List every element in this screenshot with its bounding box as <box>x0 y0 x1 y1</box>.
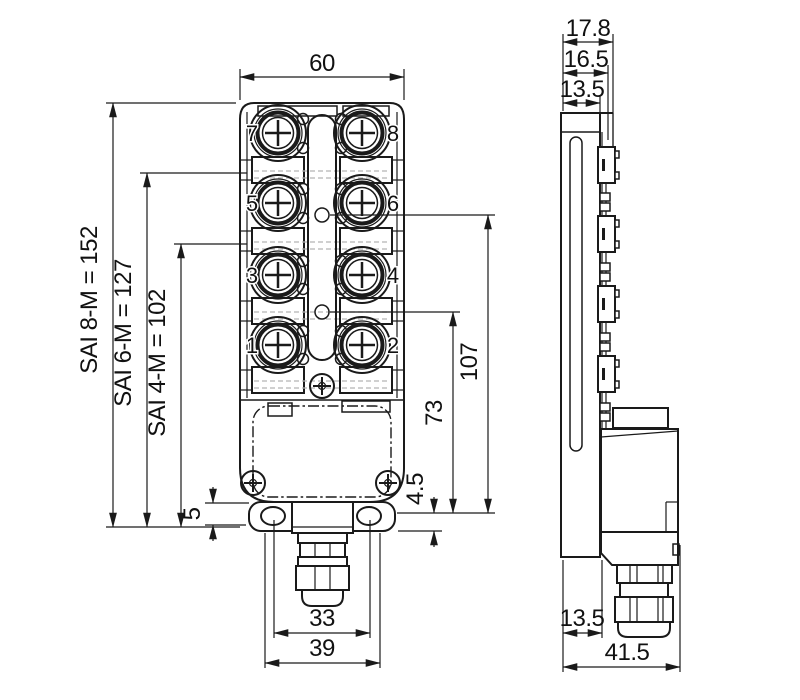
cover-screw-right <box>375 470 401 496</box>
port-label-3: 3 <box>246 263 258 288</box>
mounting-hole-lower <box>314 304 330 320</box>
cover-vent-left <box>267 402 293 417</box>
dim-label-60: 60 <box>309 50 335 77</box>
dim-sai-heights: SAI 8-M = 152 SAI 6-M = 127 SAI 4-M = 10… <box>76 102 247 528</box>
center-channel <box>307 114 337 361</box>
m12-ports <box>248 103 392 375</box>
dim-label-17-8: 17.8 <box>566 15 611 42</box>
m12-port-7 <box>248 103 308 163</box>
side-bump-3 <box>596 284 621 324</box>
dim-label-33: 33 <box>309 605 335 632</box>
side-bump-2 <box>596 214 621 254</box>
front-view: 7 8 5 6 3 4 1 2 <box>239 102 405 607</box>
housing-outline <box>239 102 405 503</box>
dim-right-heights: 107 73 4.5 <box>330 214 495 547</box>
port-label-7: 7 <box>246 121 258 146</box>
side-body-plate <box>560 112 601 558</box>
dim-label-73: 73 <box>421 400 448 426</box>
dim-label-107: 107 <box>456 343 483 382</box>
cable-gland-front <box>291 501 354 607</box>
cover-vent-right <box>341 400 391 413</box>
m12-port-8 <box>332 103 392 163</box>
dim-label-41-5: 41.5 <box>605 639 650 666</box>
port-number-labels: 7 8 5 6 3 4 1 2 <box>244 120 400 360</box>
port-label-5: 5 <box>246 191 258 216</box>
port-label-1: 1 <box>246 333 258 358</box>
dim-label-16-5: 16.5 <box>564 46 609 73</box>
side-bump-4 <box>596 354 621 394</box>
dim-label-39: 39 <box>309 635 335 662</box>
top-label-strip-left <box>257 105 338 117</box>
dim-label-13-5-bottom: 13.5 <box>560 605 605 632</box>
dim-label-4-5: 4.5 <box>402 473 429 505</box>
m12-port-5 <box>248 173 308 233</box>
side-mounting-groove <box>569 136 583 452</box>
side-view <box>560 112 680 638</box>
m12-port-3 <box>248 245 308 305</box>
side-terminal-box <box>600 407 680 566</box>
dim-label-13-5-top: 13.5 <box>560 76 605 103</box>
dim-label-5: 5 <box>179 507 206 520</box>
m12-port-4 <box>332 245 392 305</box>
cover-screw-left <box>240 470 266 496</box>
center-screw <box>309 373 335 399</box>
port-label-4: 4 <box>387 263 399 288</box>
m12-port-1 <box>248 315 308 375</box>
port-label-6: 6 <box>387 191 399 216</box>
mounting-slot-right <box>356 506 382 526</box>
cable-gland-side <box>614 564 674 638</box>
dim-label-sai-8m: SAI 8-M = 152 <box>76 226 103 374</box>
mounting-slot-left <box>260 506 286 526</box>
port-label-2: 2 <box>387 333 399 358</box>
dim-label-sai-4m: SAI 4-M = 102 <box>144 289 171 437</box>
dim-label-sai-6m: SAI 6-M = 127 <box>110 259 137 407</box>
cover-phantom-outline <box>252 405 392 498</box>
dim-flange-5: 5 <box>179 487 249 541</box>
mounting-hole-upper <box>314 207 330 223</box>
m12-port-6 <box>332 173 392 233</box>
dim-bottom-spacing: 33 39 <box>264 520 381 668</box>
m12-port-2 <box>332 315 392 375</box>
dim-depth-bottom: 13.5 41.5 <box>560 545 681 672</box>
dim-depth-stack: 17.8 16.5 13.5 <box>560 15 614 146</box>
dim-width-60: 60 <box>239 50 405 100</box>
side-bump-1 <box>596 145 621 185</box>
port-label-8: 8 <box>387 121 399 146</box>
